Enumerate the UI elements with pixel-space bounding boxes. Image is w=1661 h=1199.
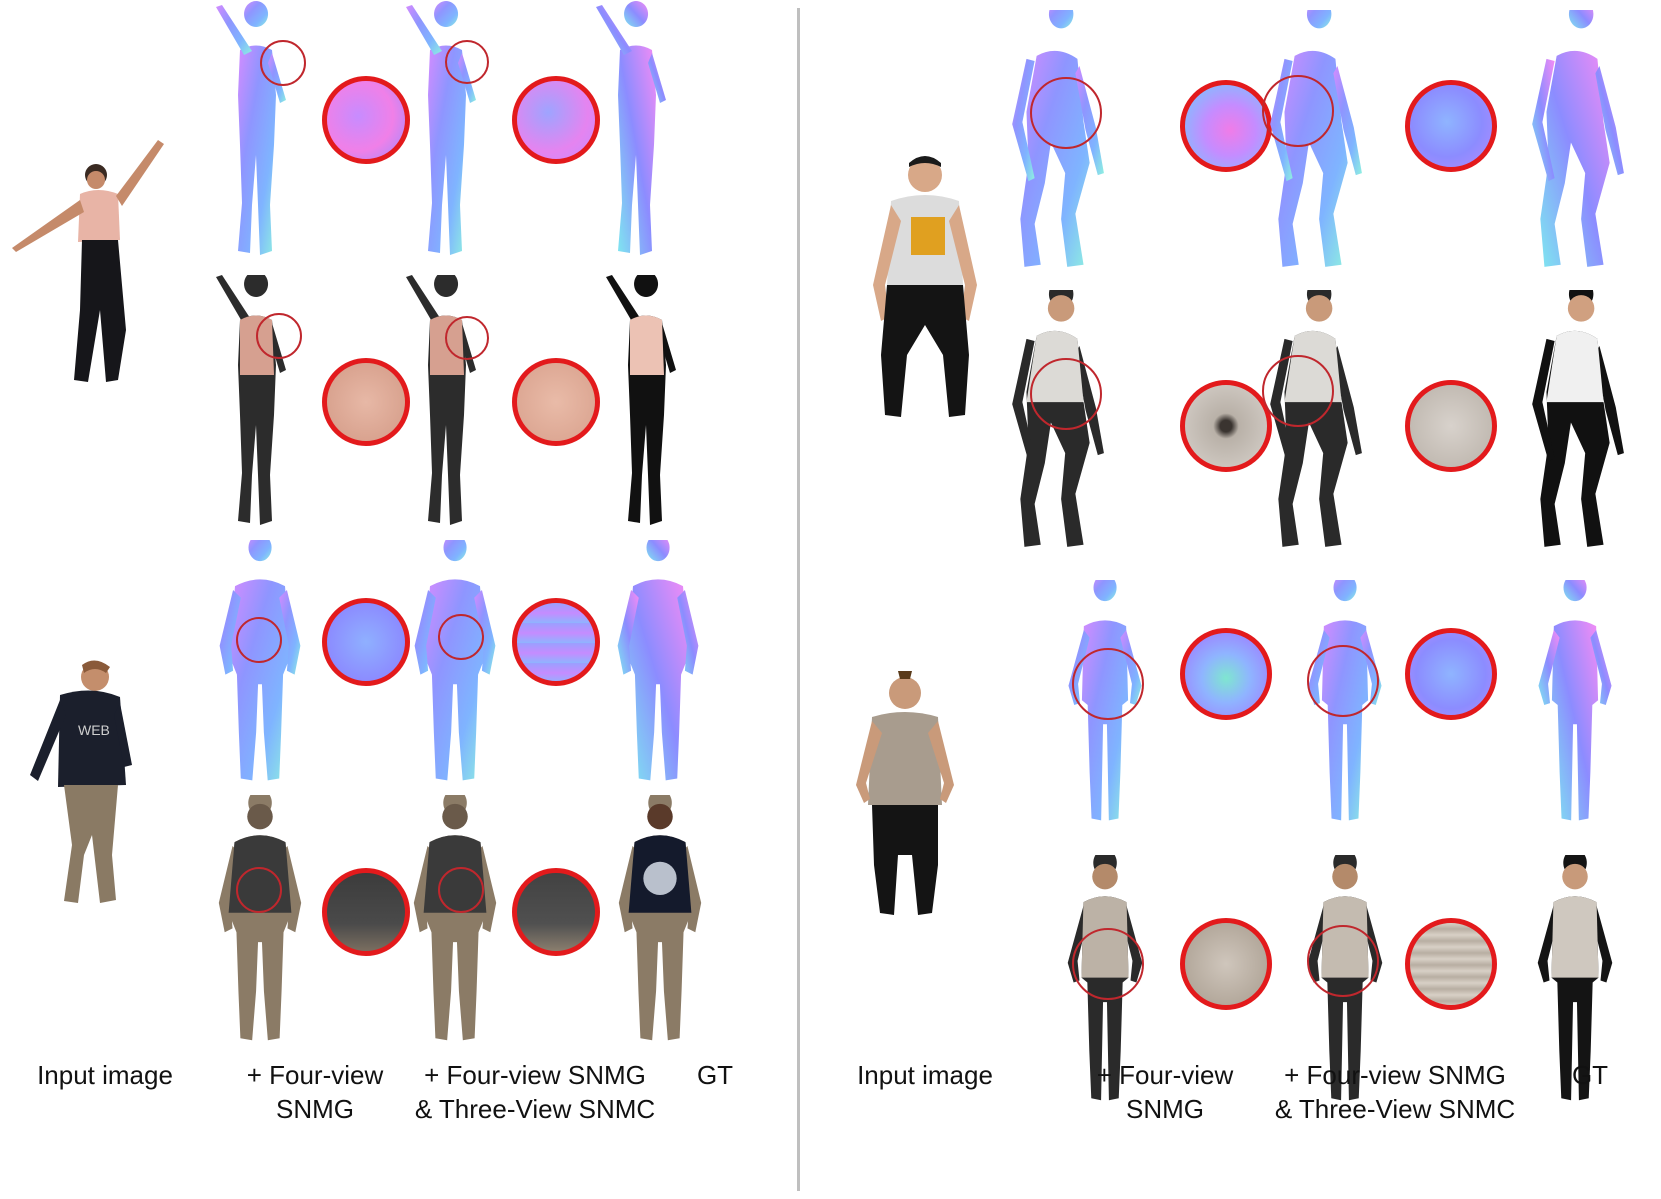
left-label-gt-text: GT — [696, 1060, 734, 1090]
right-r1-combo-zoom — [1405, 80, 1497, 172]
left-r4-combo-highlight — [438, 867, 484, 913]
right-label-combo-line2: & Three-View SNMC — [1274, 1094, 1516, 1124]
right-label-four-view-line2: SNMG — [1126, 1094, 1204, 1124]
left-r2-four-view-zoom — [322, 358, 410, 446]
left-input-image-2: WEB — [30, 660, 132, 903]
right-label-four-view-line1: + Four-view — [1096, 1060, 1234, 1090]
right-r3-combo-zoom — [1405, 628, 1497, 720]
right-r3-gt-mesh — [1538, 580, 1612, 821]
right-r1-combo-highlight — [1262, 75, 1334, 147]
left-r3-combo-zoom — [512, 598, 600, 686]
left-r2-combo-zoom — [512, 358, 600, 446]
right-r2-four-view-highlight — [1030, 358, 1102, 430]
left-r1-four-view-zoom — [322, 76, 410, 164]
left-r3-combo-mesh — [414, 540, 496, 781]
left-r4-four-view-highlight — [236, 867, 282, 913]
left-label-combo-line1: + Four-view SNMG — [424, 1060, 646, 1090]
right-r1-gt-mesh — [1532, 10, 1624, 267]
right-input-image-2 — [856, 671, 954, 915]
left-r1-combo-mesh — [406, 1, 476, 256]
right-r2-four-view-zoom — [1180, 380, 1272, 472]
left-r2-gt-textured — [606, 275, 676, 525]
svg-text:WEB: WEB — [78, 722, 110, 738]
right-r3-four-view-highlight — [1072, 648, 1144, 720]
left-r4-gt-textured — [618, 795, 702, 1041]
left-label-gt: GT — [680, 1058, 750, 1092]
left-r3-four-view-highlight — [236, 617, 282, 663]
left-r3-gt-mesh — [617, 540, 699, 781]
left-r1-combo-zoom — [512, 76, 600, 164]
right-r4-combo-zoom — [1405, 918, 1497, 1010]
left-r3-four-view-mesh — [219, 540, 301, 781]
left-label-input-image: Input image — [10, 1058, 200, 1092]
right-r4-gt-textured — [1537, 855, 1613, 1101]
left-r1-combo-highlight — [445, 40, 489, 84]
right-label-combo: + Four-view SNMG & Three-View SNMC — [1255, 1058, 1535, 1126]
right-label-input-text: Input image — [857, 1060, 993, 1090]
right-label-gt-text: GT — [1571, 1060, 1609, 1090]
left-r3-combo-highlight — [438, 614, 484, 660]
right-label-input-image: Input image — [835, 1058, 1015, 1092]
right-r3-combo-highlight — [1307, 645, 1379, 717]
left-label-input-text: Input image — [37, 1060, 173, 1090]
left-r2-four-view-textured — [216, 275, 286, 525]
right-r4-four-view-highlight — [1072, 928, 1144, 1000]
left-r4-combo-textured — [413, 795, 497, 1041]
left-r4-combo-zoom — [512, 868, 600, 956]
left-label-combo: + Four-view SNMG & Three-View SNMC — [395, 1058, 675, 1126]
right-label-combo-line1: + Four-view SNMG — [1284, 1060, 1506, 1090]
right-r1-four-view-highlight — [1030, 77, 1102, 149]
left-r4-four-view-zoom — [322, 868, 410, 956]
right-r2-combo-highlight — [1262, 355, 1334, 427]
left-r1-gt-mesh — [596, 1, 666, 256]
left-r1-four-view-highlight — [260, 40, 306, 86]
right-r4-combo-highlight — [1307, 925, 1379, 997]
left-r1-four-view-mesh — [216, 1, 286, 256]
right-r3-four-view-zoom — [1180, 628, 1272, 720]
right-input-image-1 — [873, 156, 977, 417]
panel-divider — [797, 8, 800, 1191]
left-r4-four-view-textured — [218, 795, 302, 1041]
left-r2-combo-highlight — [445, 316, 489, 360]
right-r2-combo-zoom — [1405, 380, 1497, 472]
right-label-four-view: + Four-view SNMG — [1075, 1058, 1255, 1126]
right-r4-four-view-zoom — [1180, 918, 1272, 1010]
left-r2-four-view-highlight — [256, 313, 302, 359]
left-label-combo-line2: & Three-View SNMC — [414, 1094, 656, 1124]
left-label-four-view: + Four-view SNMG — [225, 1058, 405, 1126]
left-label-four-view-line2: SNMG — [276, 1094, 354, 1124]
left-r2-combo-textured — [406, 275, 476, 525]
right-r2-gt-textured — [1532, 290, 1624, 547]
right-label-gt: GT — [1555, 1058, 1625, 1092]
left-label-four-view-line1: + Four-view — [246, 1060, 384, 1090]
left-r3-four-view-zoom — [322, 598, 410, 686]
left-input-image-1 — [12, 140, 164, 382]
